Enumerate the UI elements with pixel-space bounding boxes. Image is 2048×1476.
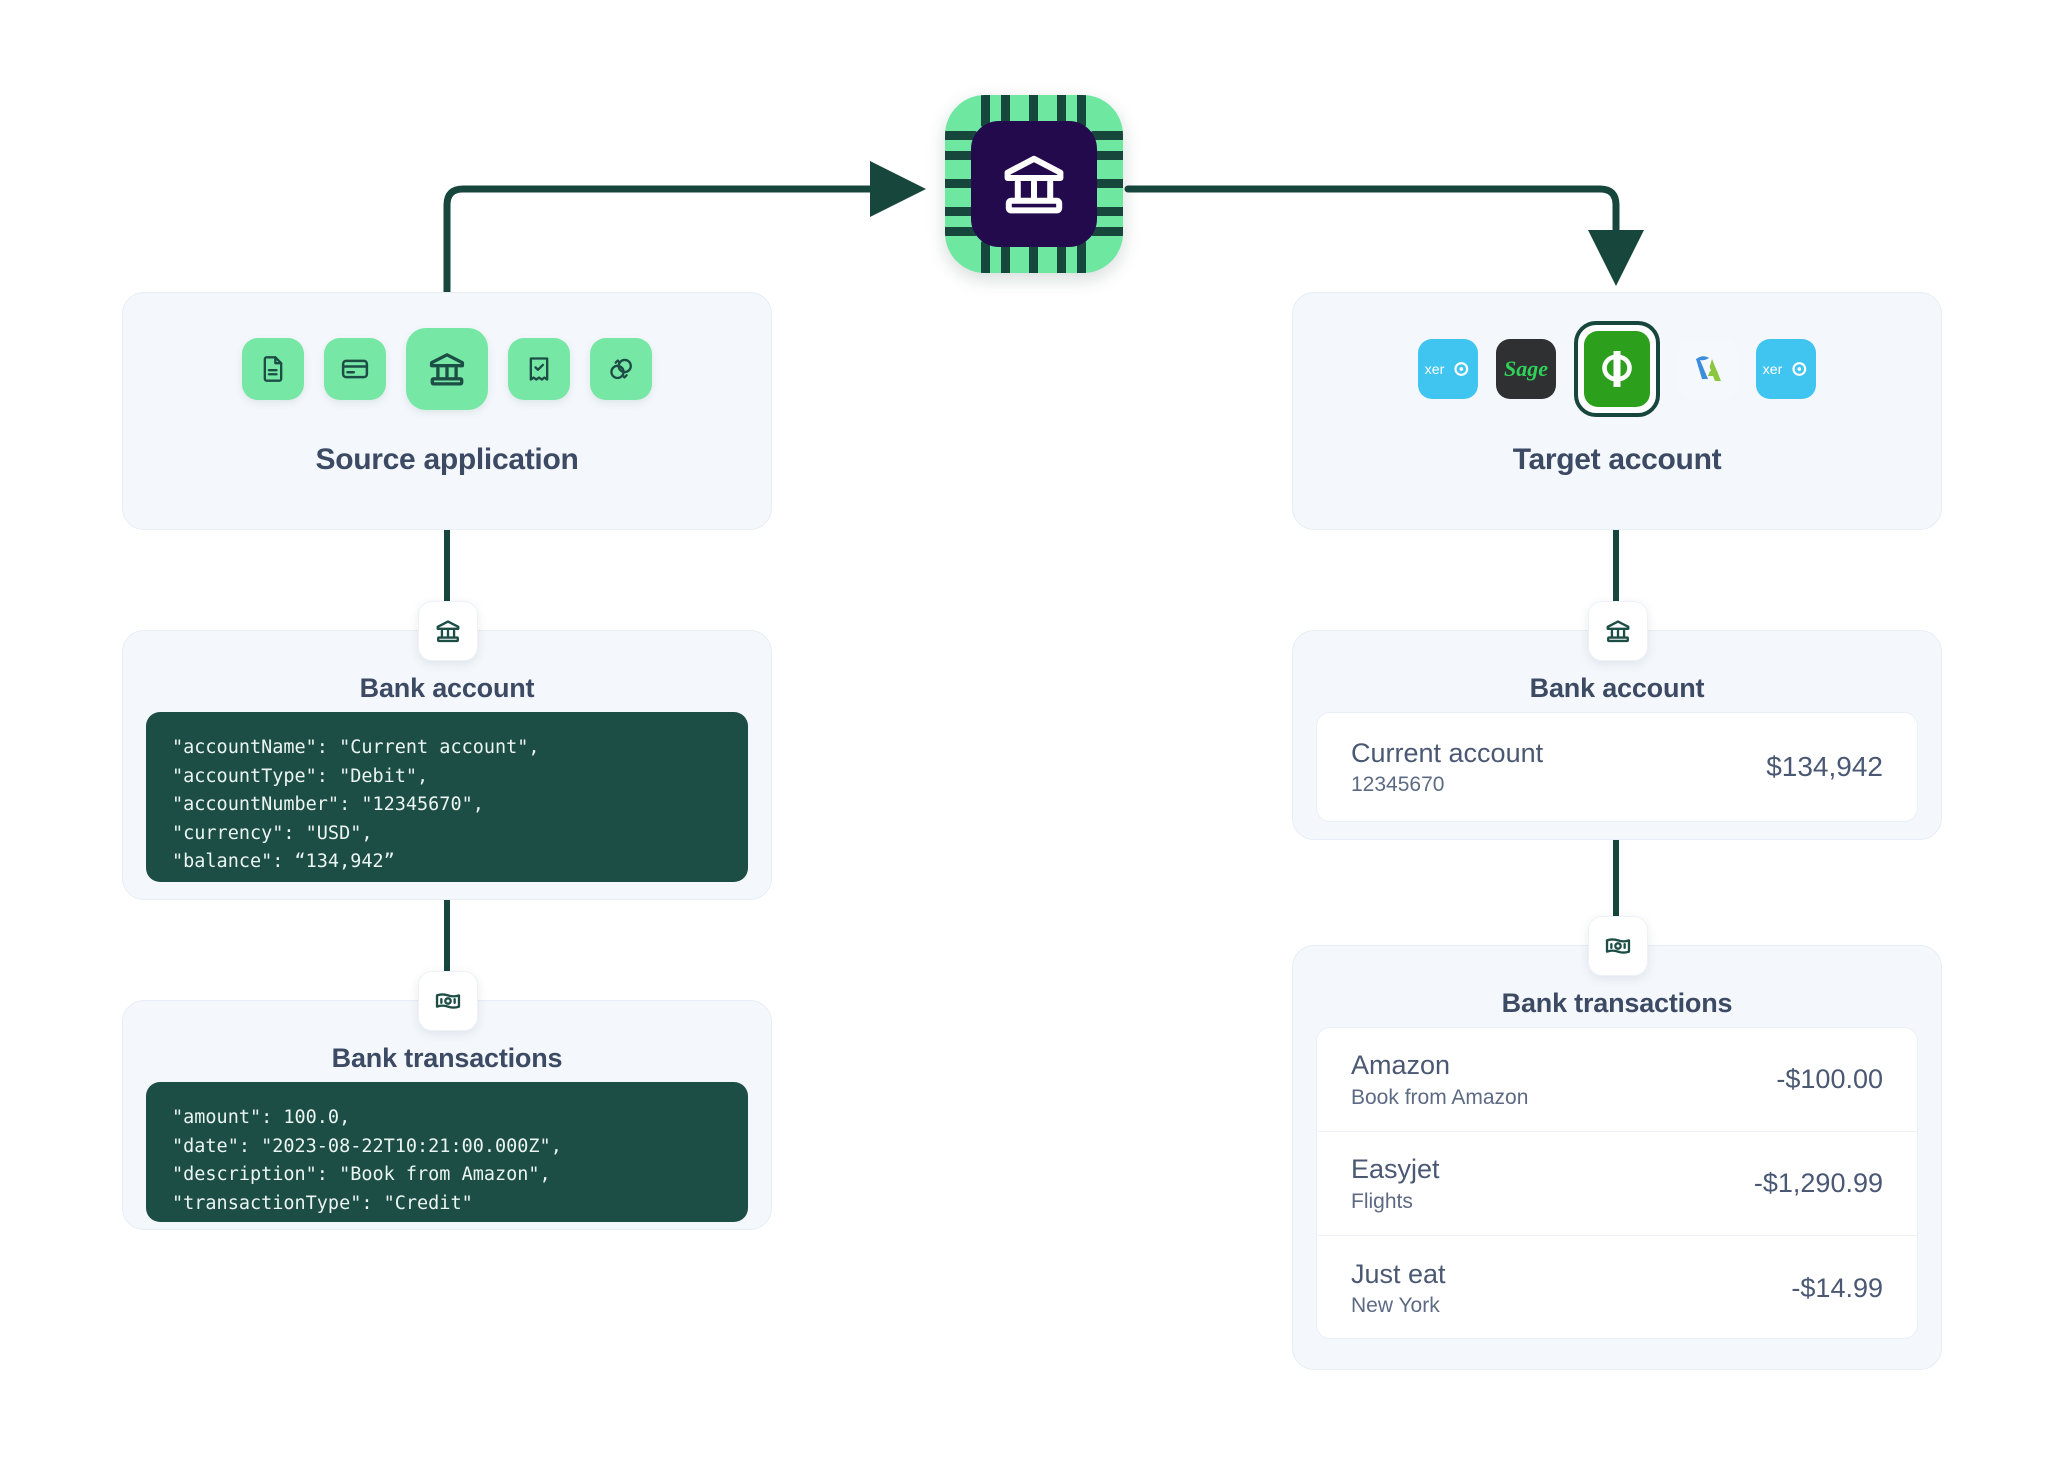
source-bank-account-badge	[418, 601, 478, 661]
table-row[interactable]: Amazon Book from Amazon -$100.00	[1317, 1028, 1917, 1132]
bank-icon	[436, 620, 460, 643]
source-app-receipt[interactable]	[508, 338, 570, 400]
banknote-icon	[1605, 938, 1631, 954]
transaction-description: Flights	[1351, 1189, 1413, 1213]
transaction-description: New York	[1351, 1294, 1440, 1318]
source-app-bank[interactable]	[406, 328, 488, 410]
source-application-panel: Source application	[122, 292, 772, 530]
transaction-amount: -$1,290.99	[1753, 1168, 1883, 1198]
svg-text:xer: xer	[1425, 362, 1445, 378]
target-transactions-list: Amazon Book from Amazon -$100.00 Easyjet…	[1316, 1027, 1918, 1339]
source-bank-transactions-title: Bank transactions	[331, 1043, 563, 1073]
transaction-name: Easyjet	[1351, 1154, 1440, 1185]
xero-logo-1[interactable]: xer	[1418, 339, 1478, 399]
source-app-document[interactable]	[242, 338, 304, 400]
sage-wordmark-icon: Sage	[1504, 356, 1548, 381]
target-app-list: xer Sage	[1293, 309, 1941, 429]
table-row[interactable]: Just eat New York -$14.99	[1317, 1236, 1917, 1338]
sage-logo[interactable]: Sage	[1496, 339, 1556, 399]
xero-wordmark-icon: xer	[1763, 362, 1807, 378]
target-account-panel: xer Sage	[1292, 292, 1942, 530]
transaction-identity: Just eat New York	[1351, 1258, 1446, 1318]
source-app-list	[123, 309, 771, 429]
freeagent-logo[interactable]	[1678, 339, 1738, 399]
quickbooks-logo	[1584, 331, 1650, 407]
bank-icon	[429, 353, 465, 386]
xero-wordmark-icon: xer	[1425, 362, 1469, 378]
document-icon	[263, 356, 283, 382]
target-account-row[interactable]: Current account 12345670 $134,942	[1316, 712, 1918, 822]
table-row[interactable]: Easyjet Flights -$1,290.99	[1317, 1132, 1917, 1236]
target-bank-account-title: Bank account	[1529, 673, 1705, 703]
qb-glyph-icon	[1602, 351, 1632, 387]
transaction-name: Just eat	[1351, 1258, 1446, 1289]
receipt-check-icon	[529, 357, 549, 381]
source-bank-account-title: Bank account	[359, 673, 535, 703]
svg-text:xer: xer	[1763, 362, 1783, 378]
source-app-credit-card[interactable]	[324, 338, 386, 400]
transaction-amount: -$100.00	[1776, 1064, 1883, 1094]
xero-logo-2[interactable]: xer	[1756, 339, 1816, 399]
target-account-name: Current account	[1351, 737, 1544, 768]
sync-icon	[610, 358, 632, 380]
bank-glyph-icon	[1004, 155, 1064, 214]
chip-pins	[945, 95, 1123, 273]
banknote-icon	[435, 993, 461, 1009]
credit-card-icon	[341, 359, 369, 379]
target-bank-transactions-badge	[1588, 916, 1648, 976]
source-bank-transactions-code: "amount": 100.0, "date": "2023-08-22T10:…	[146, 1082, 748, 1222]
bank-chip-icon	[945, 95, 1123, 273]
freeagent-glyph-icon	[1696, 356, 1721, 381]
target-panel-title: Target account	[1512, 443, 1722, 476]
target-account-identity: Current account 12345670	[1351, 737, 1543, 798]
bank-icon	[1606, 620, 1630, 643]
chip-core	[971, 121, 1097, 247]
transaction-identity: Amazon Book from Amazon	[1351, 1049, 1528, 1109]
source-bank-transactions-badge	[418, 971, 478, 1031]
transaction-amount: -$14.99	[1791, 1272, 1883, 1303]
transaction-description: Book from Amazon	[1351, 1085, 1529, 1109]
target-account-balance: $134,942	[1766, 751, 1883, 782]
target-bank-transactions-title: Bank transactions	[1501, 988, 1733, 1018]
source-panel-title: Source application	[315, 443, 579, 476]
source-bank-account-code: "accountName": "Current account", "accou…	[146, 712, 748, 882]
source-app-sync[interactable]	[590, 338, 652, 400]
target-bank-account-badge	[1588, 601, 1648, 661]
transaction-name: Amazon	[1351, 1050, 1451, 1081]
target-account-number: 12345670	[1351, 773, 1445, 797]
transaction-identity: Easyjet Flights	[1351, 1153, 1440, 1213]
quickbooks-logo-selected[interactable]	[1574, 321, 1660, 417]
